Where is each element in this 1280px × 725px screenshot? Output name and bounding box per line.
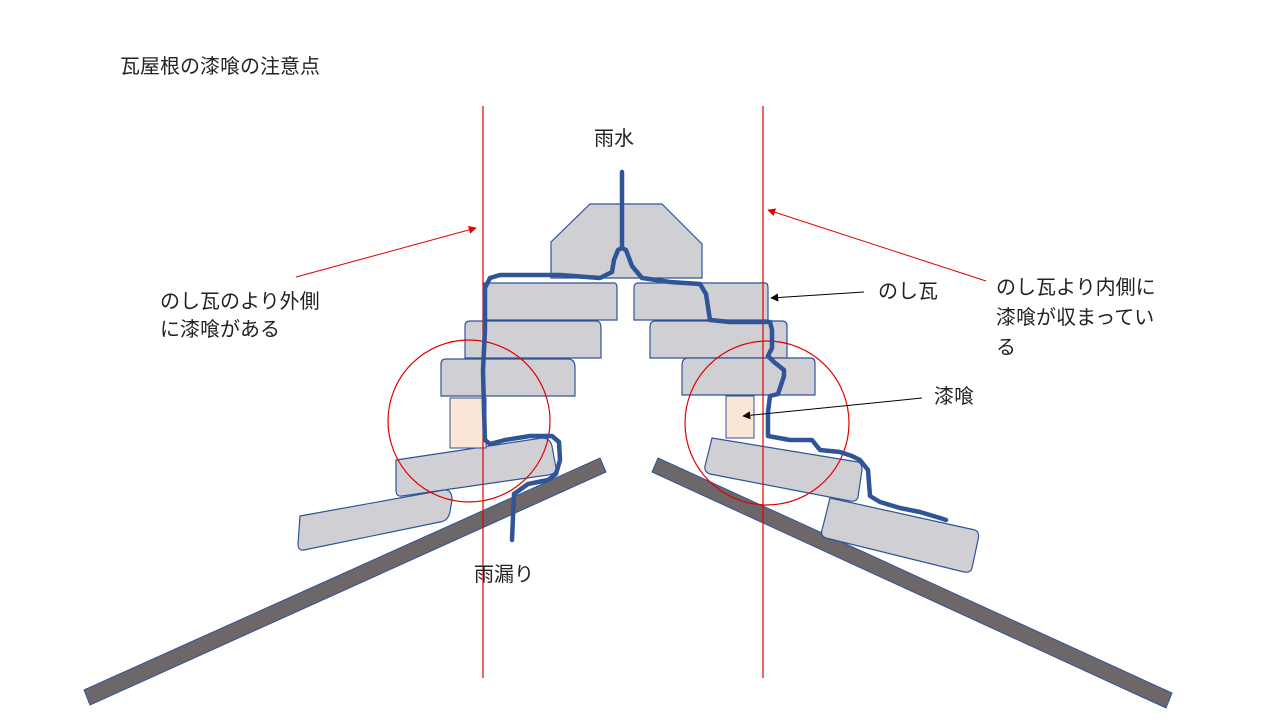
- noshi-tile-left-1: [483, 282, 618, 321]
- roof-board-left: [83, 457, 607, 706]
- noshi-tile-right-2: [649, 320, 788, 359]
- note-right-line-2: 漆喰が収まってい: [996, 305, 1155, 329]
- roof-board-right: [651, 457, 1173, 709]
- note-right-line-3: る: [996, 335, 1016, 359]
- plaster-right: [725, 395, 755, 439]
- noshi-tile-left-2: [464, 320, 602, 359]
- noshi-tile-right-3: [681, 357, 816, 396]
- label-leak: 雨漏り: [474, 562, 534, 586]
- label-noshi-gawara: のし瓦: [878, 279, 938, 303]
- highlight-circle-right: [684, 340, 850, 506]
- arrow-to-plaster: [742, 397, 923, 420]
- page-title: 瓦屋根の漆喰の注意点: [120, 54, 320, 78]
- roof-tile-left-lower: [297, 489, 453, 551]
- label-rainwater: 雨水: [594, 126, 634, 150]
- water-flow-path: [480, 169, 949, 543]
- arrow-to-noshi-tile: [770, 291, 865, 302]
- arrow-to-left-guide: [295, 226, 477, 278]
- note-right-line-1: のし瓦より内側に: [996, 275, 1156, 299]
- arrow-to-right-guide: [767, 208, 987, 282]
- noshi-tile-left-3: [440, 358, 576, 397]
- note-left-line-2: に漆喰がある: [160, 317, 280, 341]
- roof-tile-right-lower: [820, 497, 980, 573]
- ridge-cap-tile: [550, 203, 703, 279]
- plaster-left: [449, 397, 487, 449]
- label-shikkui: 漆喰: [934, 384, 974, 408]
- highlight-circle-left: [387, 339, 551, 503]
- note-left-line-1: のし瓦のより外側: [160, 289, 320, 313]
